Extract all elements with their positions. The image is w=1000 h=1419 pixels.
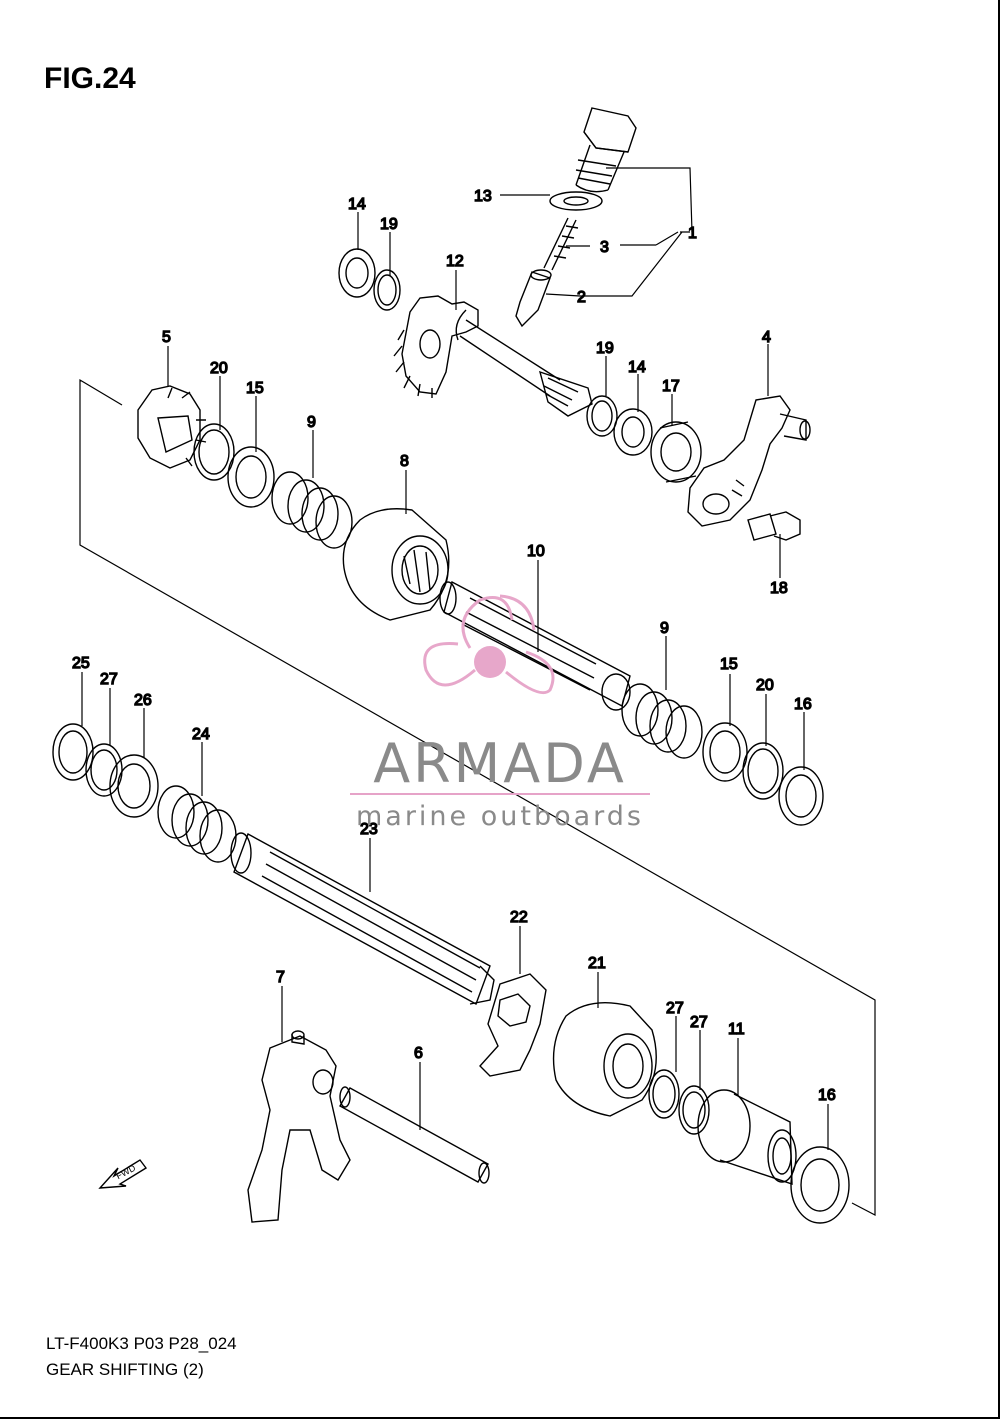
callout-13: 13 [474, 188, 492, 205]
part-circlip-27 [85, 743, 123, 797]
part-bolt-assembly [515, 107, 637, 328]
callout-4: 4 [762, 329, 771, 346]
watermark-brand: ARMADA [373, 732, 627, 795]
watermark-logo-icon [423, 594, 555, 695]
callout-16b: 16 [818, 1087, 836, 1104]
part-shift-shaft [393, 295, 593, 417]
callout-15b: 15 [720, 656, 738, 673]
callout-24: 24 [192, 726, 210, 743]
part-bearing-17 [650, 421, 702, 483]
callout-3: 3 [600, 239, 609, 256]
part-sleeve-11 [697, 1089, 797, 1185]
part-washer-14b [613, 408, 653, 456]
callout-19a: 19 [380, 216, 398, 233]
callout-1: 1 [688, 225, 697, 242]
callout-7: 7 [276, 969, 285, 986]
callout-25: 25 [72, 655, 90, 672]
part-circlip-19b [586, 395, 618, 437]
part-rod-6 [339, 1086, 490, 1184]
callout-9a: 9 [307, 414, 316, 431]
part-washer-16b [790, 1146, 850, 1224]
part-shift-fork [247, 1030, 351, 1223]
part-circlip-20b [742, 742, 784, 800]
callout-18: 18 [770, 580, 788, 597]
callout-14b: 14 [628, 359, 646, 376]
callout-12: 12 [446, 253, 464, 270]
callout-23: 23 [360, 821, 378, 838]
part-circlip-19 [373, 269, 401, 311]
footer-code: LT-F400K3 P03 P28_024 [46, 1334, 237, 1353]
callout-2: 2 [577, 289, 586, 306]
part-washer-14 [338, 248, 376, 298]
leader-lines [81, 167, 829, 1150]
figure-title: FIG.24 [44, 62, 136, 95]
footer-name: GEAR SHIFTING (2) [46, 1360, 204, 1379]
part-washer-25 [52, 723, 94, 781]
part-gear-8 [342, 508, 450, 621]
callout-labels: 1 2 3 4 5 6 7 8 9 9 10 11 12 13 14 14 15… [71, 187, 836, 1104]
callout-20b: 20 [756, 677, 774, 694]
part-washer-15 [227, 446, 275, 508]
fwd-arrow-icon [98, 1159, 148, 1189]
callout-22: 22 [510, 909, 528, 926]
callout-19b: 19 [596, 340, 614, 357]
callout-17: 17 [662, 378, 680, 395]
assembly-outline [79, 378, 876, 1216]
part-gear-21 [552, 1001, 657, 1117]
part-spring-9b [621, 683, 703, 759]
part-circlip-27c [678, 1085, 710, 1135]
part-spring-24 [157, 785, 237, 863]
part-washer-15b [702, 722, 748, 782]
part-shaft-10 [439, 580, 631, 711]
part-shaft-23 [230, 832, 495, 1006]
callout-27c: 27 [690, 1014, 708, 1031]
part-washer-26 [109, 754, 159, 818]
callout-26: 26 [134, 692, 152, 709]
part-washer-16 [778, 766, 824, 826]
watermark-tagline: marine outboards [356, 801, 644, 832]
callout-27a: 27 [100, 671, 118, 688]
callout-15a: 15 [246, 380, 264, 397]
part-cam-gear [137, 385, 207, 469]
callout-6: 6 [414, 1045, 423, 1062]
part-bolt-18 [747, 511, 801, 541]
callout-16a: 16 [794, 696, 812, 713]
part-circlip-27b [648, 1069, 680, 1119]
callout-5: 5 [162, 329, 171, 346]
callout-27b: 27 [666, 1000, 684, 1017]
callout-20a: 20 [210, 360, 228, 377]
part-spring-9a [271, 471, 353, 549]
callout-9b: 9 [660, 620, 669, 637]
callout-11: 11 [728, 1021, 745, 1038]
part-shift-arm [687, 395, 811, 527]
callout-14a: 14 [348, 196, 366, 213]
callout-21: 21 [588, 955, 606, 972]
part-plate-22 [479, 973, 547, 1077]
callout-8: 8 [400, 453, 409, 470]
callout-10: 10 [527, 543, 545, 560]
part-circlip-20 [193, 423, 235, 481]
